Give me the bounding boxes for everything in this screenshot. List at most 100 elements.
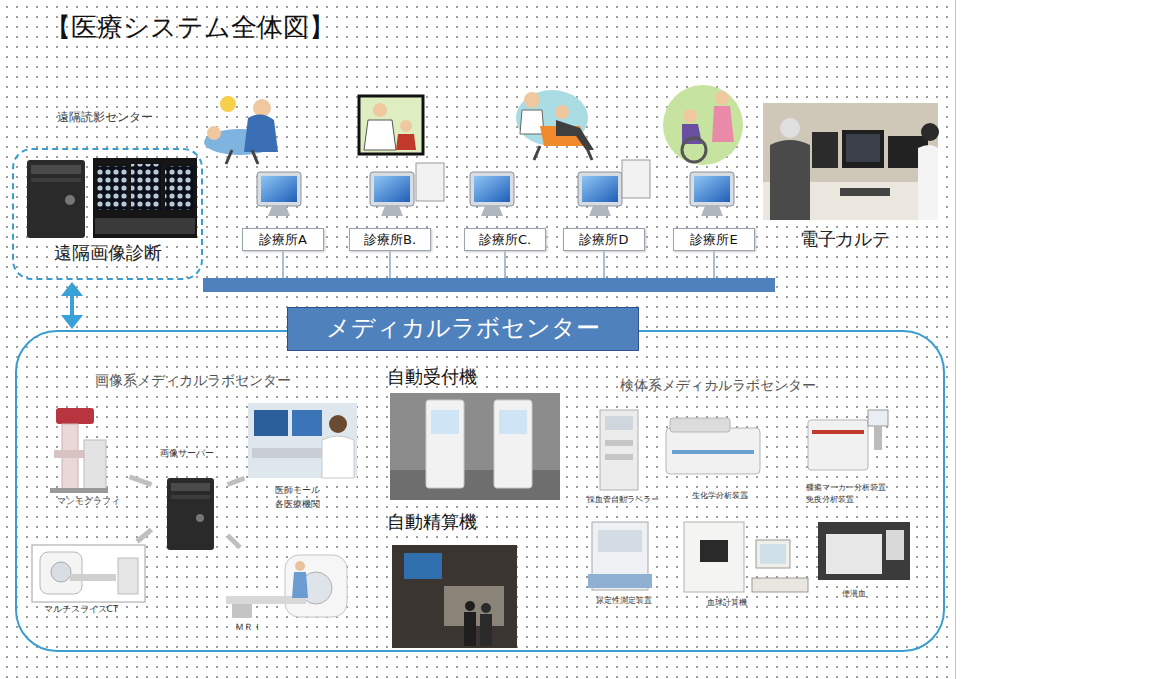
photo-caption: 電子カルテ <box>800 228 890 250</box>
photo-bg <box>818 522 910 580</box>
person-body <box>480 614 492 646</box>
immuno-analyzer-picture <box>808 410 888 470</box>
section-label: 画像系メディカルラボセンター <box>95 372 291 389</box>
monitor-screen <box>694 176 730 202</box>
monitor <box>812 132 838 168</box>
stripe <box>812 430 864 434</box>
node-label: 診療所E <box>686 231 742 248</box>
base <box>50 488 108 493</box>
staff-head <box>921 123 939 141</box>
section-label: 自動精算機 <box>387 511 477 533</box>
dentist-head <box>253 99 271 117</box>
patient-head <box>207 126 221 140</box>
ct-picture <box>32 545 145 602</box>
dentist-body <box>244 114 278 152</box>
device-caption: 腫瘍マーカー分析装置 免疫分析装置 <box>806 482 890 506</box>
monitor <box>292 410 322 436</box>
monitor-stand <box>268 206 290 216</box>
monitor-stand <box>589 206 611 216</box>
monitor-arm <box>874 426 882 450</box>
doctor-coat <box>322 436 354 478</box>
server-body <box>27 160 85 238</box>
header-band: メディカルラボセンター <box>287 307 639 351</box>
photo-bg <box>93 158 197 238</box>
monitor <box>842 130 884 168</box>
server-body <box>167 478 214 550</box>
person-head <box>465 601 475 611</box>
clinic-monitor <box>257 172 301 216</box>
clinic-monitor <box>578 160 650 216</box>
monitor-screen <box>97 166 127 210</box>
node-label: 診療所A <box>255 231 311 248</box>
clinic-monitor <box>470 172 514 216</box>
chair-legs <box>226 150 258 164</box>
monitor-screen <box>165 166 193 210</box>
machine-head <box>56 408 94 424</box>
doctor-head <box>329 415 347 433</box>
machine-side <box>886 530 904 560</box>
kiosk <box>494 400 532 488</box>
patient-head <box>555 105 569 119</box>
server-logo <box>196 514 204 522</box>
machine-top <box>670 418 730 432</box>
monitor-frame <box>470 172 514 206</box>
image-server-node: 画像サーバー <box>152 446 228 552</box>
reading-monitors <box>93 158 197 238</box>
server-bay <box>171 483 210 491</box>
dentist-clipart <box>204 96 278 164</box>
wheel <box>682 138 706 162</box>
server-logo <box>65 195 75 205</box>
clinic-box: 診療所C. <box>464 228 546 251</box>
server-bay <box>31 178 81 182</box>
pc-tower <box>622 160 650 198</box>
device-link <box>228 478 245 484</box>
server-bay <box>31 165 81 174</box>
machine-door <box>700 540 728 562</box>
ct-node: マルチスライスCT <box>28 542 152 620</box>
double-arrow <box>61 282 83 329</box>
blood-counter-picture <box>684 522 808 592</box>
monitor-frame <box>370 172 414 206</box>
patient-head <box>683 109 697 123</box>
bg-circle <box>663 85 743 165</box>
monitor-screen <box>846 134 880 162</box>
clinic-box: 診療所B. <box>349 228 431 251</box>
pc-base <box>752 578 808 592</box>
chair-legs <box>534 146 592 160</box>
device-caption: マルチスライスCT <box>44 604 119 615</box>
urine-analyzer-picture <box>588 522 652 590</box>
device-caption: マンモグラフィ <box>57 496 120 507</box>
staff-body <box>918 145 938 220</box>
device-caption: 便潜血 <box>842 589 866 599</box>
doctor-body <box>770 140 810 220</box>
device-caption: ＭＲＩ <box>235 622 262 633</box>
photo-bg <box>392 545 517 648</box>
doctor-head <box>373 103 387 117</box>
signage <box>404 553 442 579</box>
tray <box>605 440 633 446</box>
connector-line <box>228 535 241 547</box>
mammography-node: マンモグラフィ <box>35 405 130 515</box>
arrow-head <box>61 282 83 296</box>
fecal-blood-analyzer-picture <box>818 522 910 580</box>
doctor-clipart <box>359 96 423 154</box>
doctor-office-photo <box>248 403 357 478</box>
photo-bg <box>763 103 938 220</box>
control-stand <box>84 440 106 490</box>
server-tower <box>27 160 85 238</box>
node-label: 診療所C. <box>477 231 533 248</box>
biochem-analyzer-picture <box>666 418 760 474</box>
staff-body <box>292 572 308 598</box>
machine-panel <box>598 530 642 552</box>
machine-body <box>808 420 868 470</box>
clinic-box: 診療所D <box>563 228 645 251</box>
monitor-screen <box>582 176 618 202</box>
floor <box>390 470 560 500</box>
kiosk-screen <box>499 410 527 434</box>
pc-monitor <box>756 540 790 568</box>
clinic-monitor <box>690 172 734 216</box>
nurse-body <box>520 110 544 134</box>
node-label: 診療所B. <box>362 231 418 248</box>
kiosk <box>426 400 464 488</box>
child-body <box>396 134 416 150</box>
